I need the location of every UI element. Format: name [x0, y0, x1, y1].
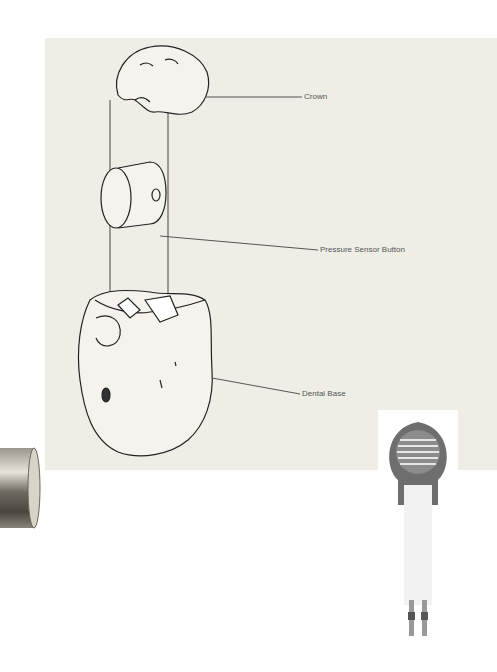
- leader-lines: [160, 97, 318, 394]
- part-label: Pressure Sensor Button: [320, 245, 405, 255]
- part-label: Crown: [304, 92, 327, 102]
- force-sensor: [378, 410, 458, 640]
- base-drawing: [78, 290, 212, 455]
- crown-drawing: [117, 46, 209, 114]
- part-label: Dental Base: [302, 389, 346, 399]
- background-panel: [45, 38, 497, 470]
- metal-cylinder: [0, 448, 40, 528]
- button-drawing: [101, 162, 166, 228]
